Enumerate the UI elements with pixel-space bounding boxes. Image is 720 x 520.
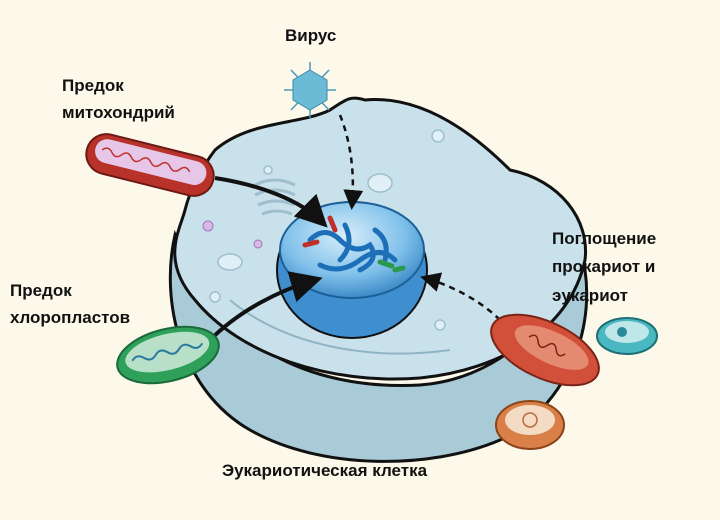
engulf-arrow bbox=[420, 272, 501, 321]
small-cell-icon bbox=[596, 317, 658, 355]
label-engulf-line3: эукариот bbox=[552, 286, 628, 305]
mitochondrion-icon bbox=[85, 133, 215, 197]
label-virus: Вирус bbox=[285, 26, 337, 45]
label-engulf-line2: прокариот и bbox=[552, 257, 656, 276]
label-chloro-line2: хлоропластов bbox=[10, 308, 131, 327]
virus-arrow bbox=[338, 114, 364, 210]
vesicle-icons bbox=[209, 129, 446, 331]
chloro-arrow bbox=[208, 271, 323, 342]
virus-icon bbox=[284, 62, 336, 118]
chloroplast-icon bbox=[116, 325, 220, 385]
mito-arrow bbox=[214, 176, 328, 228]
label-mito-line1: Предок bbox=[62, 76, 124, 95]
golgi-icon bbox=[254, 178, 296, 216]
label-cell: Эукариотическая клетка bbox=[222, 461, 428, 480]
label-chloro-line1: Предок bbox=[10, 281, 72, 300]
label-mito-line2: митохондрий bbox=[62, 103, 175, 122]
label-engulf-line1: Поглощение bbox=[552, 229, 657, 248]
dna-icon bbox=[302, 215, 406, 273]
eukaryote-icon bbox=[495, 400, 565, 450]
prokaryote-icon bbox=[490, 313, 600, 387]
